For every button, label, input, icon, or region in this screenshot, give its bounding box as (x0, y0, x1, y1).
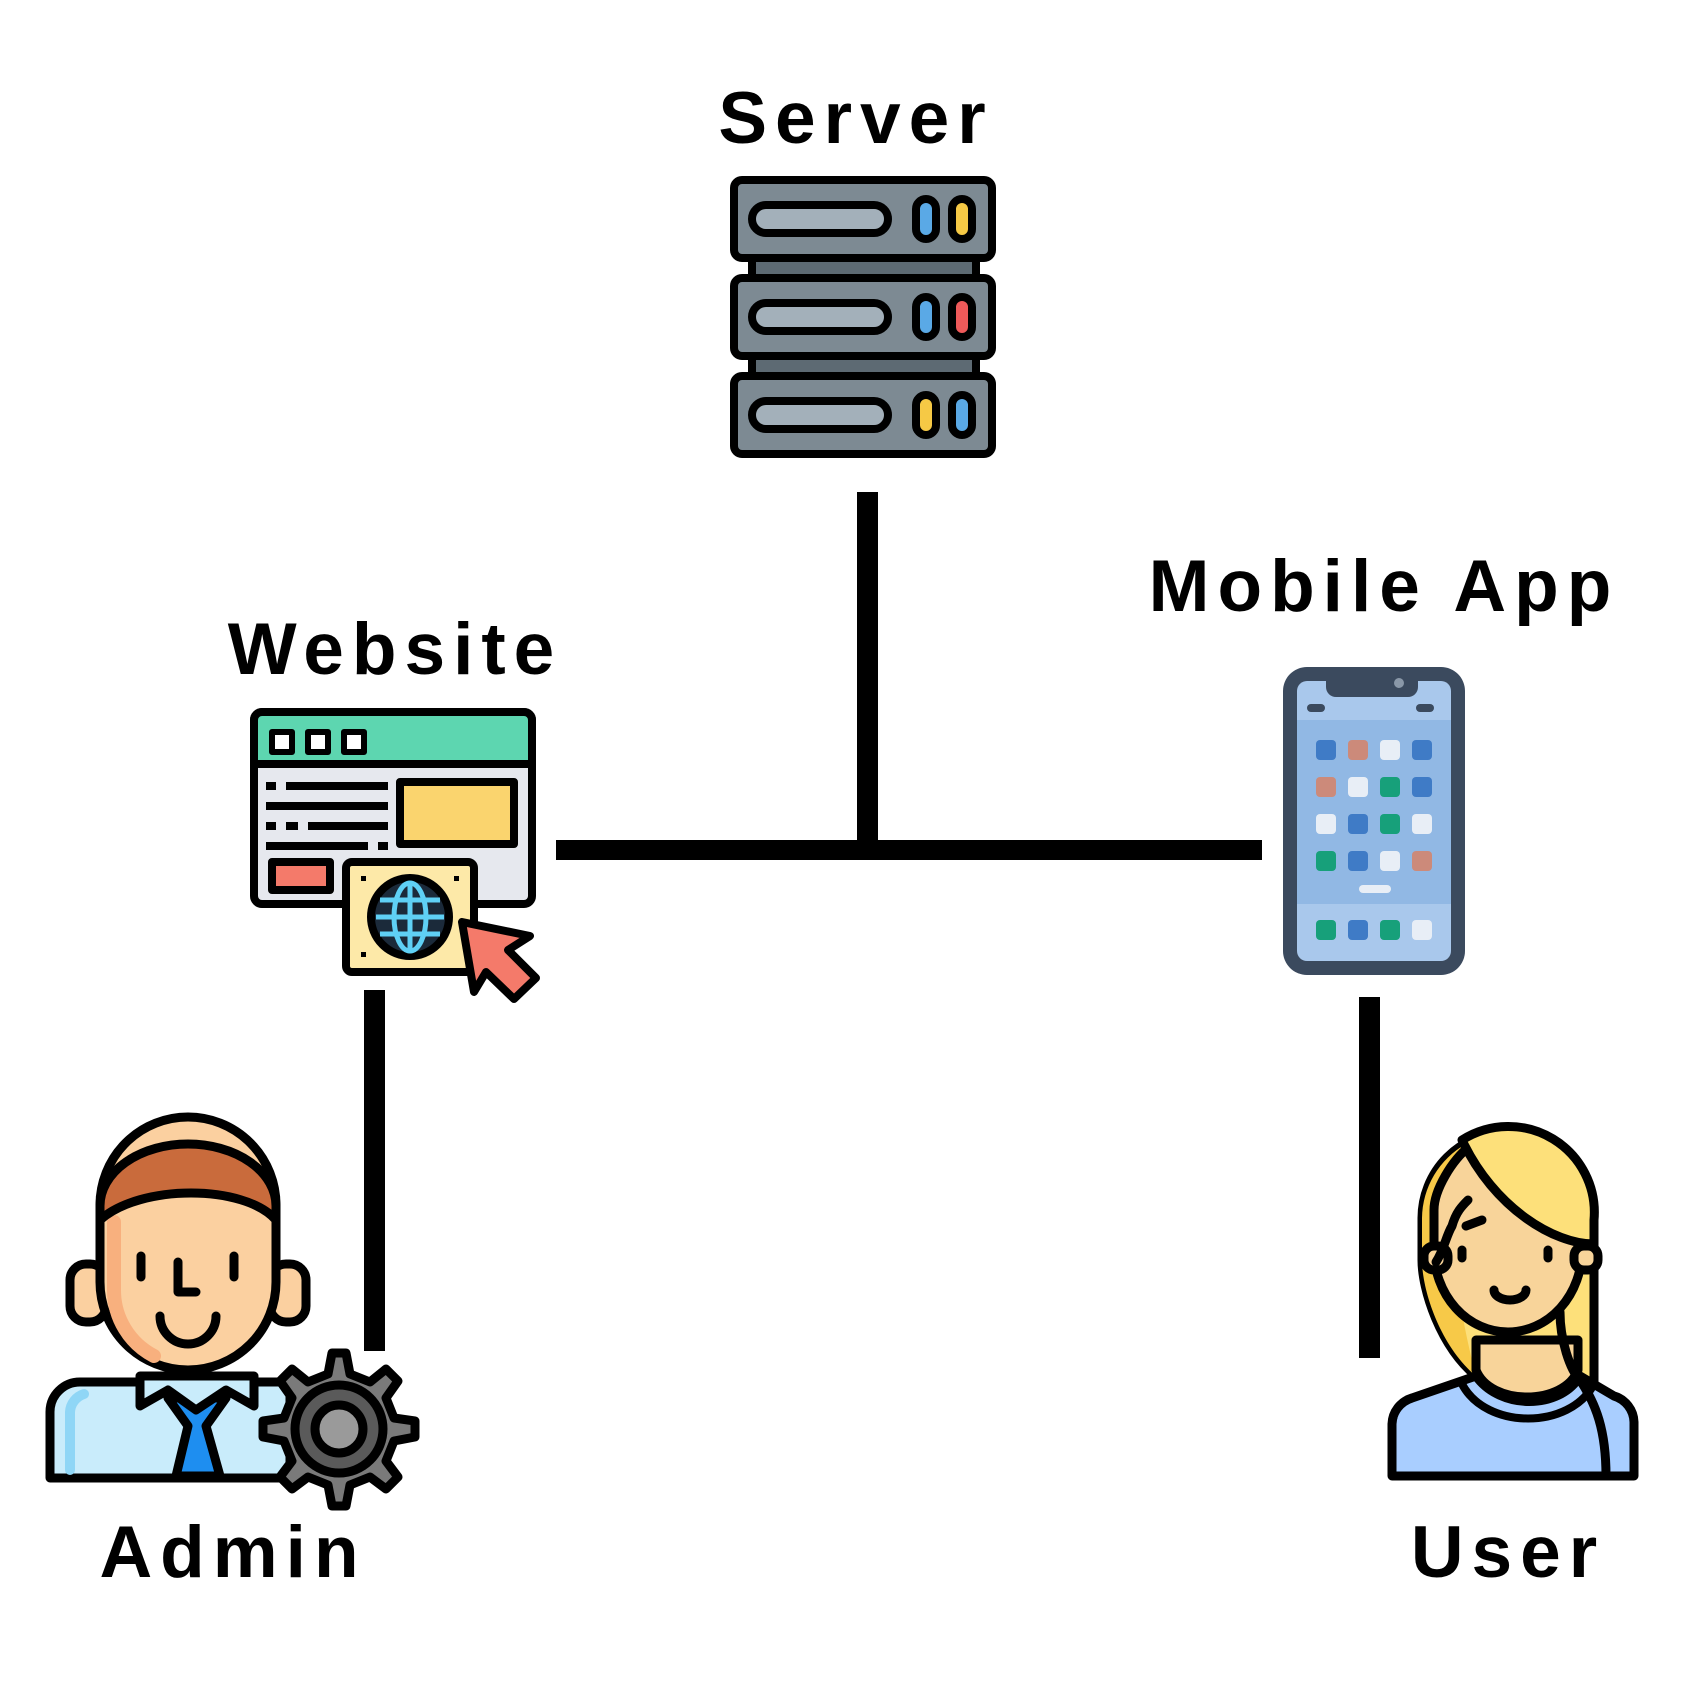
horizontal-bus-line (556, 840, 1262, 860)
app-icons-grid (1316, 740, 1432, 940)
server-rack-icon (730, 176, 996, 458)
browser-window-icon (250, 708, 540, 1003)
server-label: Server (718, 78, 993, 159)
smartphone-icon (1283, 667, 1465, 975)
website-label: Website (228, 609, 563, 690)
female-user-icon (1387, 1122, 1639, 1481)
mobile-app-label: Mobile App (1149, 546, 1620, 627)
website-admin-connector-line (364, 990, 385, 1351)
mobile-user-connector-line (1359, 997, 1380, 1358)
user-node: User (1387, 1122, 1639, 1593)
connectors (364, 492, 1380, 1358)
admin-node: Admin (45, 1112, 420, 1593)
admin-label: Admin (99, 1512, 366, 1593)
mobile-app-node: Mobile App (1149, 546, 1620, 975)
gear-icon (258, 1348, 420, 1511)
website-node: Website (228, 609, 563, 1003)
admin-with-gear-icon (45, 1112, 420, 1511)
user-label: User (1411, 1512, 1605, 1593)
server-connector-line (857, 492, 878, 842)
server-node: Server (718, 78, 996, 458)
